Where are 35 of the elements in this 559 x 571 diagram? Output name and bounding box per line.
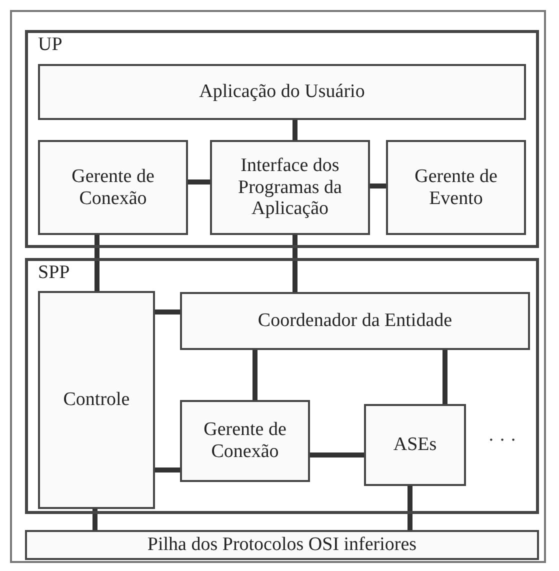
connector-line (155, 468, 180, 472)
connector-line (310, 452, 364, 458)
module-label: Gerente de Conexão (202, 419, 288, 463)
module-box (38, 64, 526, 120)
connector-line (252, 350, 258, 400)
connector-line (292, 120, 298, 140)
module-label: Gerente de Evento (414, 166, 498, 210)
module-label: Aplicação do Usuário (199, 81, 365, 103)
connector-line (292, 235, 298, 292)
module-label: Coordenador da Entidade (258, 310, 452, 332)
layer-box (25, 30, 539, 248)
module-label: Gerente de Conexão (70, 166, 156, 210)
module-label: Interface dos Programas da Aplicação (237, 154, 343, 220)
module-box (180, 400, 310, 482)
connector-line (408, 486, 412, 530)
connector-line (370, 184, 386, 188)
connector-line (92, 509, 98, 530)
connector-line (188, 180, 210, 184)
connector-line (94, 235, 100, 291)
module-box (364, 404, 466, 486)
layer-label: SPP (38, 262, 70, 284)
layer-box (25, 258, 539, 514)
module-label: ASEs (393, 434, 437, 456)
module-label: Controle (63, 389, 130, 411)
module-box (38, 291, 155, 509)
module-box (25, 530, 539, 560)
module-label: Pilha dos Protocolos OSI inferiores (147, 534, 417, 556)
connector-line (442, 350, 448, 404)
module-box (386, 140, 526, 235)
ellipsis-text: · · · (488, 430, 516, 452)
module-box (38, 140, 188, 235)
module-box (210, 140, 370, 235)
connector-line (155, 310, 180, 314)
module-box (180, 292, 530, 350)
layer-label: UP (38, 34, 62, 56)
